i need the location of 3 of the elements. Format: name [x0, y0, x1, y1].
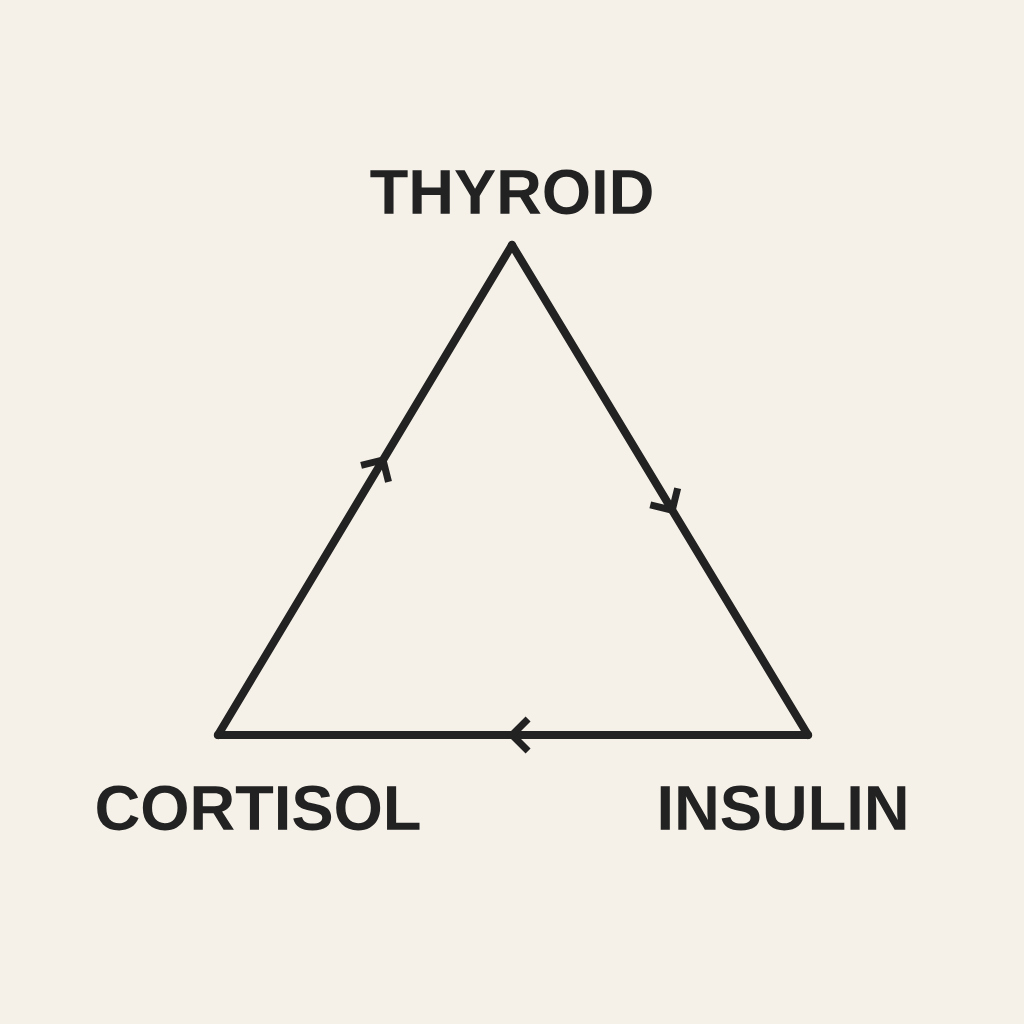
- vertex-label: INSULIN: [660, 785, 906, 831]
- vertex-label: THYROID: [370, 169, 652, 215]
- vertex-label: CORTISOL: [97, 785, 420, 831]
